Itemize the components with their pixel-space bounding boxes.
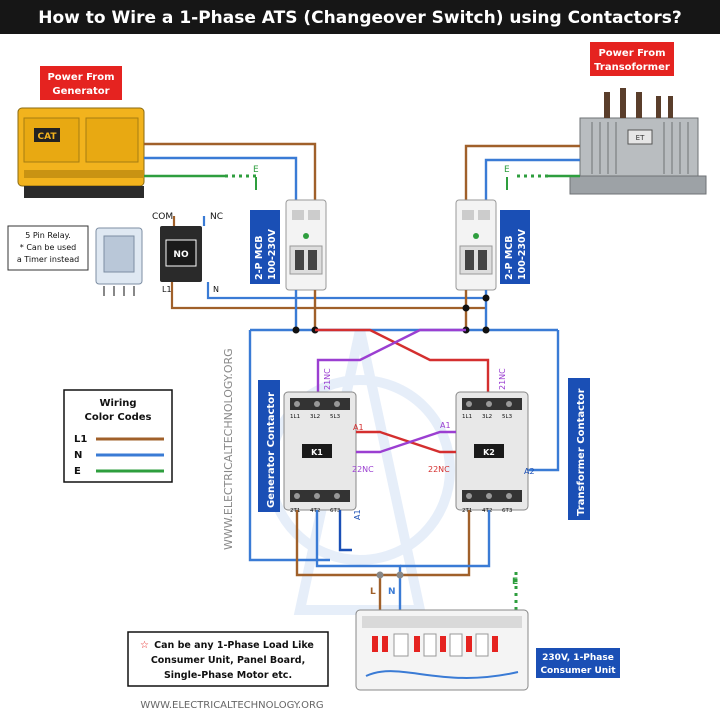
gen-contactor-terminals: 1L1 3L2 5L3 2T1 4T2 6T3: [290, 414, 341, 514]
relay-no-contact: [165, 239, 197, 267]
relay-note-box: [7, 225, 89, 271]
generator-contactor-label-box: [258, 380, 280, 512]
tra-top-terminal-1: 1L1: [462, 414, 472, 420]
consumer-unit: [355, 609, 529, 691]
generator-contactor-label: Generator Contactor: [266, 392, 277, 508]
relay-n-label: N: [213, 285, 219, 294]
gen-bottom-terminal-2: 4T2: [310, 508, 320, 514]
transformer-contactor: [455, 391, 529, 511]
generator-label-line1: Power From: [47, 72, 114, 83]
gen-top-terminal-3: 5L3: [330, 414, 341, 420]
gen-bottom-terminal-3: 6T3: [330, 508, 341, 514]
relay-l1-label: L1: [162, 285, 172, 294]
tra-top-terminal-2: 3L2: [482, 414, 492, 420]
gen-21nc-tag: 21NC: [323, 368, 332, 390]
relay-no-label: NO: [173, 250, 189, 260]
mcb-left-label-box: [250, 210, 280, 284]
consumer-unit-label-box: [536, 648, 620, 678]
legend-title-line2: Color Codes: [84, 412, 151, 423]
tra-22nc-tag: 22NC: [428, 465, 450, 474]
mcb-left-label-line1: 2-P MCB: [254, 236, 265, 281]
legend-label-l1: L1: [74, 434, 87, 445]
load-note-line3: Single-Phase Motor etc.: [164, 670, 292, 681]
generator-label-box: [40, 66, 122, 100]
transformer-label-line2: Transoformer: [594, 62, 670, 73]
k1-tag: K1: [311, 448, 323, 457]
transformer-label-line1: Power From: [598, 48, 665, 59]
transformer-supply-wires: [464, 144, 580, 200]
legend-label-n: N: [74, 450, 82, 461]
tra-bottom-terminal-2: 4T2: [482, 508, 492, 514]
generator: CAT: [17, 107, 145, 198]
load-junction-dots: [376, 571, 404, 579]
gen-22nc-tag: 22NC: [352, 465, 374, 474]
legend-label-e: E: [74, 466, 81, 477]
tra-bottom-terminal-3: 6T3: [502, 508, 513, 514]
upper-interlock-wires: [315, 328, 490, 392]
load-n-letter: N: [388, 587, 396, 597]
legend-title-line1: Wiring: [99, 398, 136, 409]
title-bar: [0, 0, 720, 34]
tra-contactor-terminals: 1L1 3L2 5L3 2T1 4T2 6T3: [462, 414, 513, 514]
load-note-line1: Can be any 1-Phase Load Like: [154, 640, 314, 651]
relay-note-line3: a Timer instead: [17, 255, 79, 264]
generator-label-line2: Generator: [52, 86, 109, 97]
transformer-label-box: [590, 42, 674, 76]
mcb-right-label-line2: 100-230V: [517, 228, 528, 280]
tra-21nc-tag: 21NC: [498, 368, 507, 390]
a2-tag: A2: [524, 467, 535, 476]
junction-dots: [292, 294, 490, 334]
generator-brand: CAT: [37, 132, 57, 142]
mcb-left: [285, 199, 327, 291]
gen-bottom-terminal-1: 2T1: [290, 508, 300, 514]
relay-note-line2: * Can be used: [20, 243, 76, 252]
tra-bottom-terminal-1: 2T1: [462, 508, 472, 514]
load-output-wires: [295, 510, 518, 616]
transformer-earth-letter: E: [504, 165, 510, 175]
mcb-left-label-line2: 100-230V: [267, 228, 278, 280]
relay-photo: [95, 227, 143, 296]
tra-a1-tag: A1: [440, 421, 451, 430]
consumer-unit-label-line1: 230V, 1-Phase: [542, 653, 614, 663]
gen-a1-tag: A1: [353, 423, 364, 432]
vertical-watermark: WWW.ELECTRICALTECHNOLOGY.ORG: [222, 348, 235, 550]
load-note-star-icon: ☆: [140, 640, 149, 651]
load-l-letter: L: [370, 587, 376, 597]
relay-com-label: COM: [152, 212, 173, 222]
generator-contactor: [283, 391, 357, 511]
relay-nc-label: NC: [210, 212, 223, 222]
footer-url: WWW.ELECTRICALTECHNOLOGY.ORG: [140, 700, 323, 711]
generator-earth-letter: E: [253, 165, 259, 175]
coil-interlock-wires: [356, 430, 456, 454]
mcb-right-label-line1: 2-P MCB: [504, 236, 515, 281]
diagram-title: How to Wire a 1-Phase ATS (Changeover Sw…: [38, 8, 681, 28]
wiring-legend: [63, 389, 173, 483]
tra-top-terminal-3: 5L3: [502, 414, 513, 420]
relay-wires: [170, 216, 486, 310]
transformer-contactor-label-box: [568, 378, 590, 520]
transformer-plate: ET: [636, 134, 645, 142]
gen-coil-a1-tag: A1: [353, 509, 362, 520]
mcb-right-label-box: [500, 210, 530, 284]
transformer-contactor-label: Transformer Contactor: [576, 388, 587, 516]
gen-top-terminal-1: 1L1: [290, 414, 300, 420]
gen-top-terminal-2: 3L2: [310, 414, 320, 420]
generator-supply-wires: [144, 142, 317, 200]
load-e-letter: E: [512, 577, 518, 587]
relay-note-line1: 5 Pin Relay.: [25, 231, 71, 240]
load-note-box: [127, 631, 329, 687]
consumer-unit-label-line2: Consumer Unit: [540, 666, 616, 676]
mcb-right: [455, 199, 497, 291]
load-note-line2: Consumer Unit, Panel Board,: [151, 655, 305, 666]
transformer: ET: [569, 88, 707, 195]
k2-tag: K2: [483, 448, 495, 457]
